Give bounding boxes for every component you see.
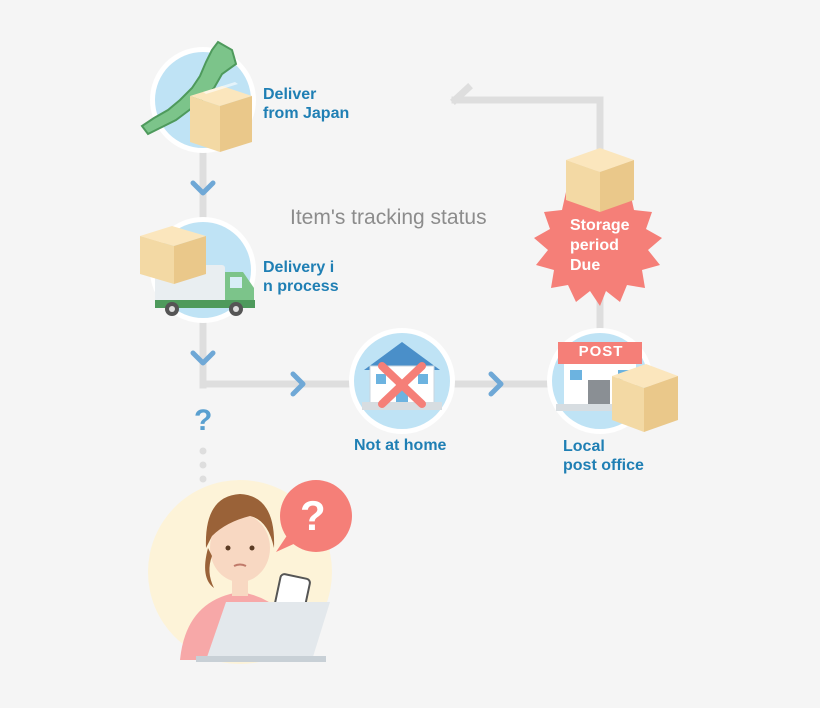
return-arrowhead-icon — [450, 83, 473, 105]
question-bubble-mark: ? — [300, 492, 326, 539]
storage-badge-text: Storage period Due — [570, 216, 670, 276]
unknown-status-mark: ? — [194, 404, 213, 437]
house-node-icon — [349, 328, 455, 434]
post-office-node-icon — [547, 328, 678, 434]
step-deliver-line2: from Japan — [263, 105, 350, 122]
laptop-icon — [206, 602, 330, 660]
step-delivery-process-line2: n process — [263, 278, 339, 295]
package-icon — [140, 226, 206, 284]
chevron-right-icon — [488, 371, 504, 397]
post-sign-icon — [558, 342, 642, 364]
storage-badge-icon — [534, 148, 662, 306]
step-deliver-line1: Deliver — [263, 86, 317, 103]
step-deliver-label: Deliver from Japan — [263, 85, 349, 123]
diagram-title: Item's tracking status — [290, 206, 487, 229]
cross-icon — [378, 362, 426, 408]
step-delivery-process-line1: Delivery i — [263, 259, 335, 276]
chevron-right-icon — [290, 371, 306, 397]
chevron-down-icon — [190, 180, 216, 196]
japan-node-icon — [140, 40, 256, 153]
question-bubble-icon — [276, 480, 352, 552]
badge-line2: period — [570, 237, 619, 254]
step-post-office-label: Local post office — [563, 437, 644, 475]
step-delivery-process-label: Delivery i n process — [263, 258, 339, 296]
step-not-home-label: Not at home — [354, 437, 447, 454]
badge-line3: Due — [570, 257, 601, 274]
chevron-down-icon — [190, 350, 216, 366]
badge-line1: Storage — [570, 217, 630, 234]
step-post-office-line1: Local — [563, 438, 605, 455]
package-icon — [612, 364, 678, 432]
step-post-office-line2: post office — [563, 457, 644, 474]
package-icon — [566, 148, 634, 212]
dotted-line — [199, 447, 207, 483]
post-sign-text: POST — [578, 343, 624, 360]
package-icon — [190, 82, 252, 152]
truck-node-icon — [140, 217, 256, 323]
